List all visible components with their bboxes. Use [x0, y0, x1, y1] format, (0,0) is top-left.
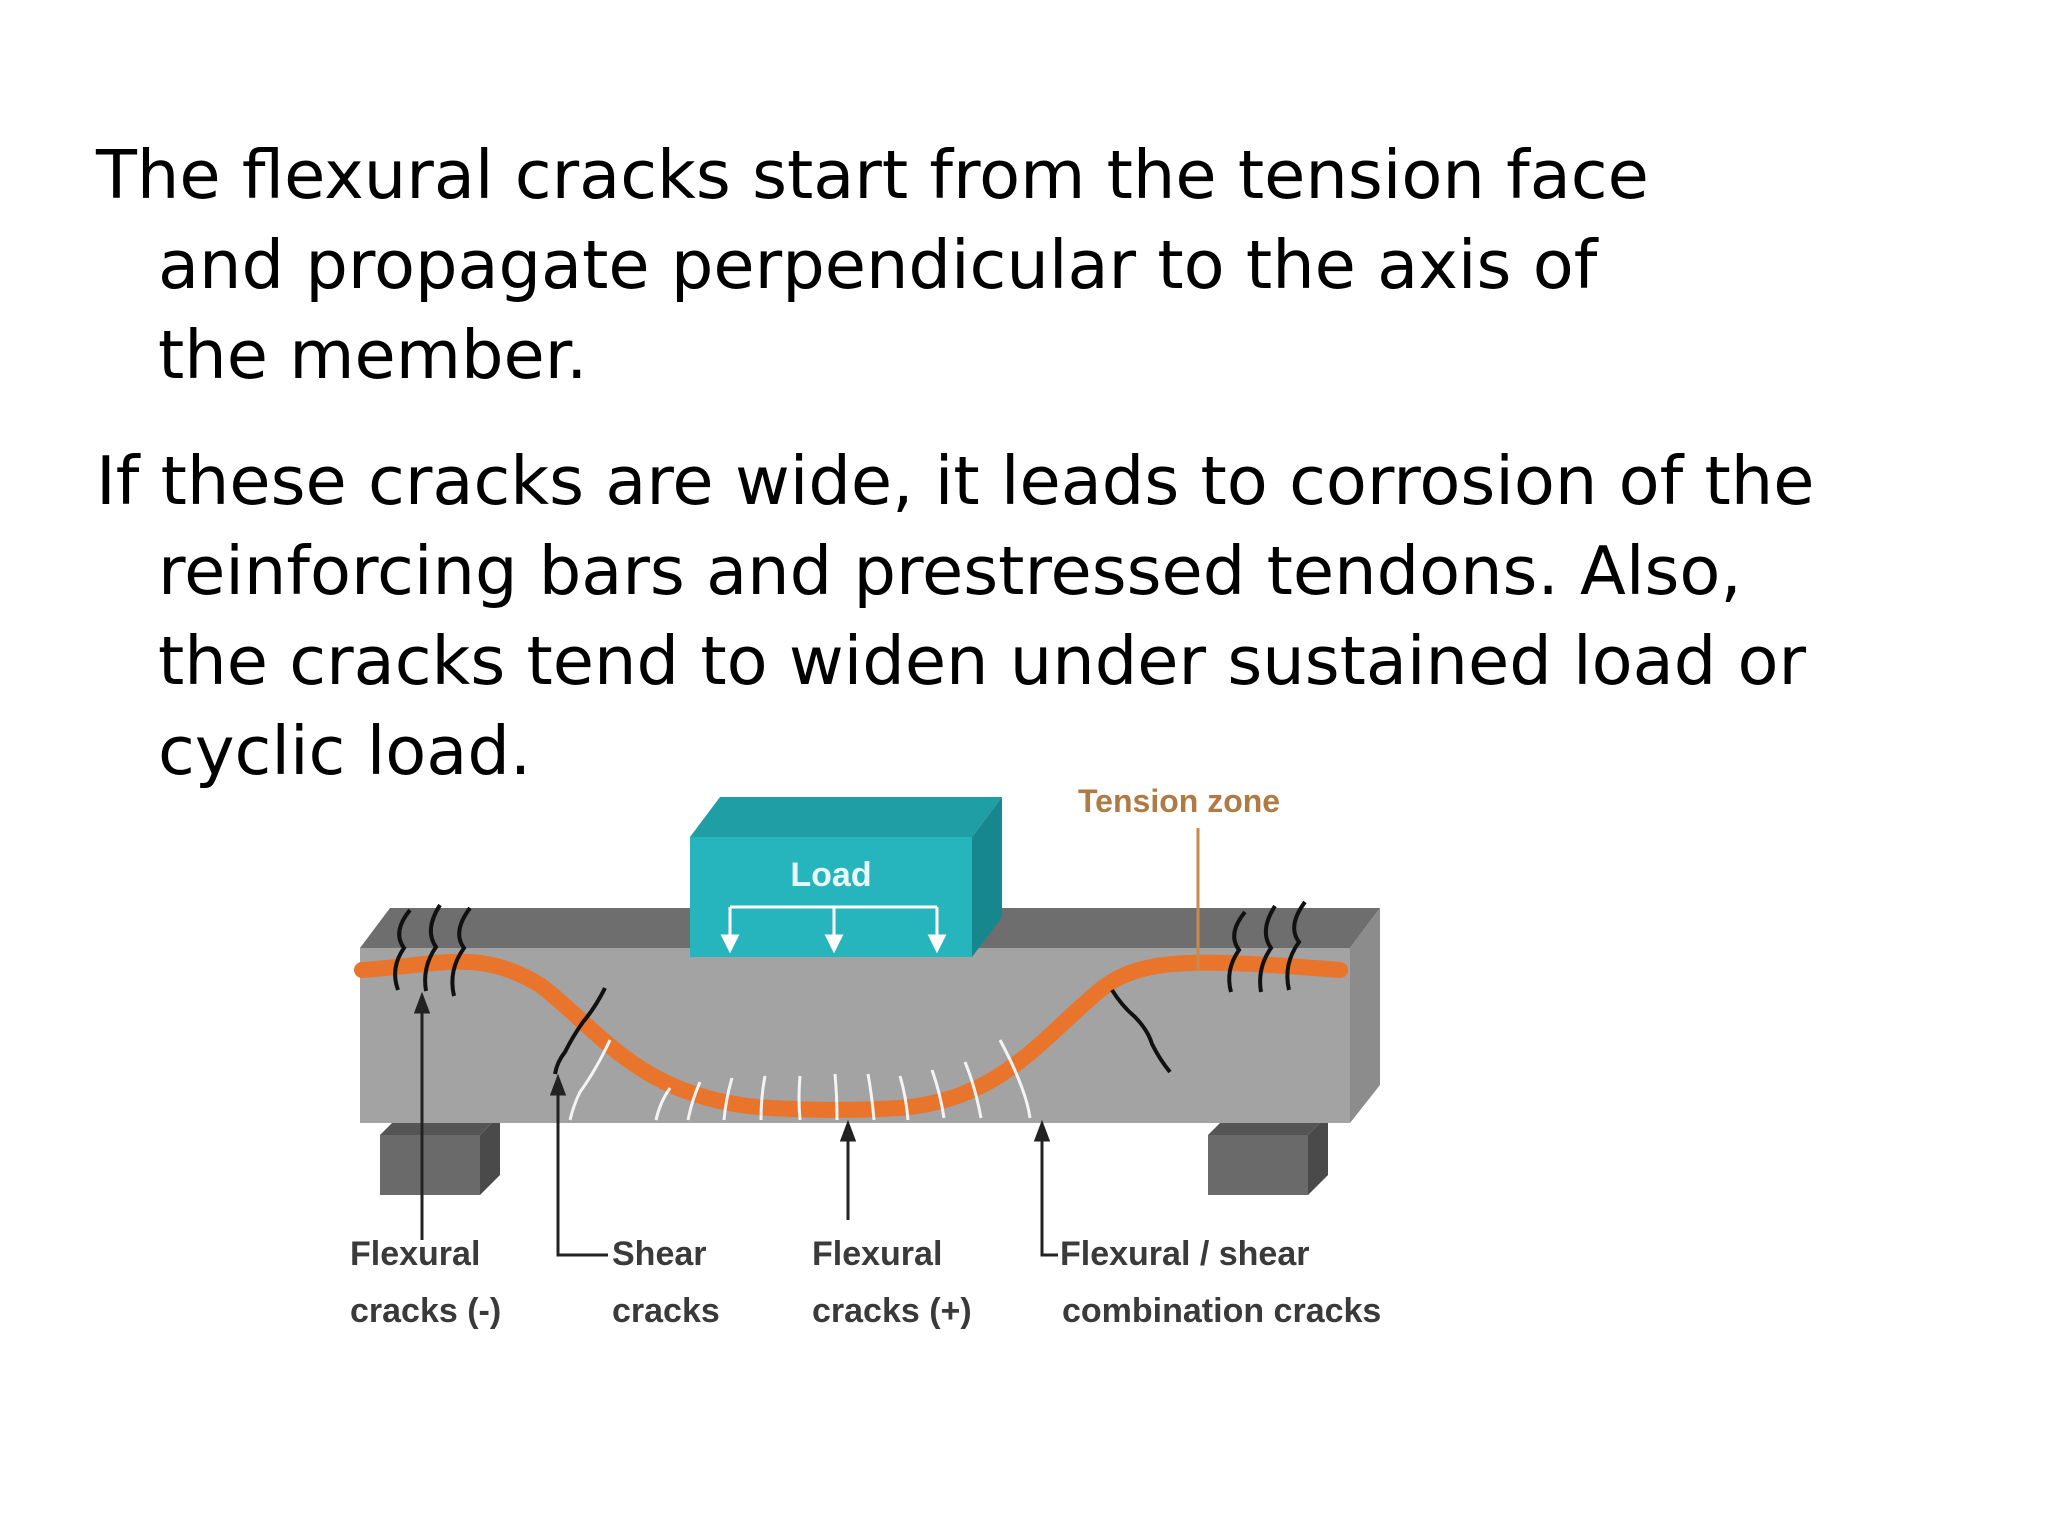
- paragraph-line: the member.: [158, 316, 588, 394]
- paragraph-flexural-cracks: The flexural cracks start from the tensi…: [96, 130, 1649, 400]
- paragraph-line: the cracks tend to widen under sustained…: [158, 622, 1807, 700]
- flexural-cracks-positive: [568, 1039, 1032, 1121]
- shear-crack: [553, 987, 607, 1075]
- flexural-cracks-negative-left: [393, 903, 472, 997]
- label-flexural-positive-2: cracks (+): [812, 1292, 972, 1330]
- tension-zone-label: Tension zone: [1078, 783, 1280, 819]
- combination-crack: [1110, 988, 1172, 1074]
- beam-crack-diagram: Load: [350, 783, 1381, 1330]
- paragraph-line: If these cracks are wide, it leads to co…: [96, 442, 1815, 520]
- paragraph-wide-cracks: If these cracks are wide, it leads to co…: [96, 436, 1814, 796]
- left-support: [380, 1115, 500, 1195]
- paragraph-line: The flexural cracks start from the tensi…: [96, 136, 1649, 214]
- load-arrows: [720, 905, 947, 954]
- label-shear-1: Shear: [612, 1235, 707, 1273]
- paragraph-line: reinforcing bars and prestressed tendons…: [158, 532, 1742, 610]
- label-combination-1: Flexural / shear: [1060, 1235, 1309, 1273]
- load-label: Load: [790, 856, 871, 894]
- paragraph-line: cyclic load.: [158, 712, 532, 790]
- label-flexural-positive-1: Flexural: [812, 1235, 942, 1273]
- paragraph-line: and propagate perpendicular to the axis …: [158, 226, 1598, 304]
- flexural-cracks-negative-right: [1227, 900, 1307, 993]
- label-flexural-negative-1: Flexural: [350, 1235, 480, 1273]
- label-shear-2: cracks: [612, 1292, 720, 1330]
- beam-end-face: [1350, 908, 1380, 1123]
- right-support: [1208, 1115, 1328, 1195]
- callout-leaders: [413, 991, 1058, 1257]
- label-flexural-negative-2: cracks (-): [350, 1292, 501, 1330]
- label-combination-2: combination cracks: [1062, 1292, 1381, 1330]
- load-block: Load: [690, 797, 1002, 957]
